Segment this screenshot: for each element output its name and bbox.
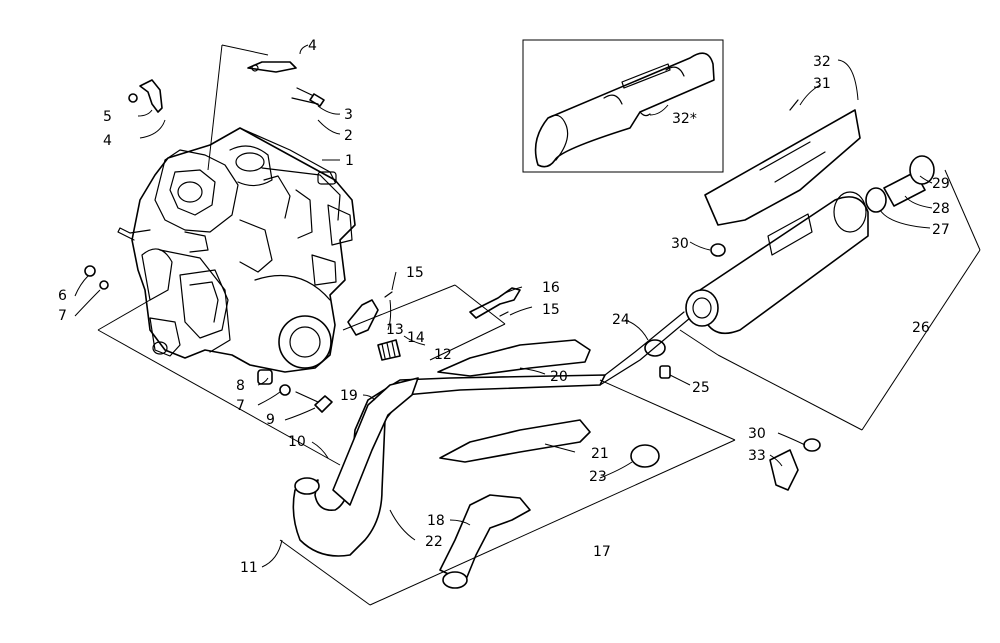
callout-31: 31 bbox=[813, 76, 831, 92]
callout-labels: 1 2 3 4 4 5 6 7 8 7 9 10 11 12 13 14 15 … bbox=[58, 38, 950, 576]
callout-22: 22 bbox=[425, 534, 443, 550]
callout-25: 25 bbox=[692, 380, 710, 396]
callout-30: 30 bbox=[671, 236, 689, 252]
callout-8: 8 bbox=[236, 378, 245, 394]
callout-5: 5 bbox=[103, 109, 112, 125]
callout-30: 30 bbox=[748, 426, 766, 442]
callout-23: 23 bbox=[589, 469, 607, 485]
callout-7: 7 bbox=[236, 398, 245, 414]
callout-15: 15 bbox=[406, 265, 424, 281]
callout-11: 11 bbox=[240, 560, 258, 576]
callout-27: 27 bbox=[932, 222, 950, 238]
callout-1: 1 bbox=[345, 153, 354, 169]
leader-lines bbox=[74, 44, 981, 606]
callout-16: 16 bbox=[542, 280, 560, 296]
callout-18: 18 bbox=[427, 513, 445, 529]
callout-32: 32 bbox=[813, 54, 831, 70]
callout-6: 6 bbox=[58, 288, 67, 304]
callout-4: 4 bbox=[103, 133, 112, 149]
callout-7: 7 bbox=[58, 308, 67, 324]
callout-15: 15 bbox=[542, 302, 560, 318]
callout-4: 4 bbox=[308, 38, 317, 54]
heat-shield-detail-inset bbox=[522, 39, 724, 173]
exhaust-pipe-assembly bbox=[292, 311, 691, 589]
callout-32-star: 32* bbox=[672, 111, 697, 127]
callout-24: 24 bbox=[612, 312, 630, 328]
callout-2: 2 bbox=[344, 128, 353, 144]
callout-21: 21 bbox=[591, 446, 609, 462]
callout-33: 33 bbox=[748, 448, 766, 464]
callout-10: 10 bbox=[288, 434, 306, 450]
callout-12: 12 bbox=[434, 347, 452, 363]
callout-28: 28 bbox=[932, 201, 950, 217]
callout-17: 17 bbox=[593, 544, 611, 560]
engine bbox=[117, 127, 356, 373]
callout-3: 3 bbox=[344, 107, 353, 123]
callout-26: 26 bbox=[912, 320, 930, 336]
callout-29: 29 bbox=[932, 176, 950, 192]
callout-13: 13 bbox=[386, 322, 404, 338]
callout-19: 19 bbox=[340, 388, 358, 404]
engine-hardware bbox=[84, 61, 521, 413]
callout-14: 14 bbox=[407, 330, 425, 346]
callout-20: 20 bbox=[550, 369, 568, 385]
callout-9: 9 bbox=[266, 412, 275, 428]
